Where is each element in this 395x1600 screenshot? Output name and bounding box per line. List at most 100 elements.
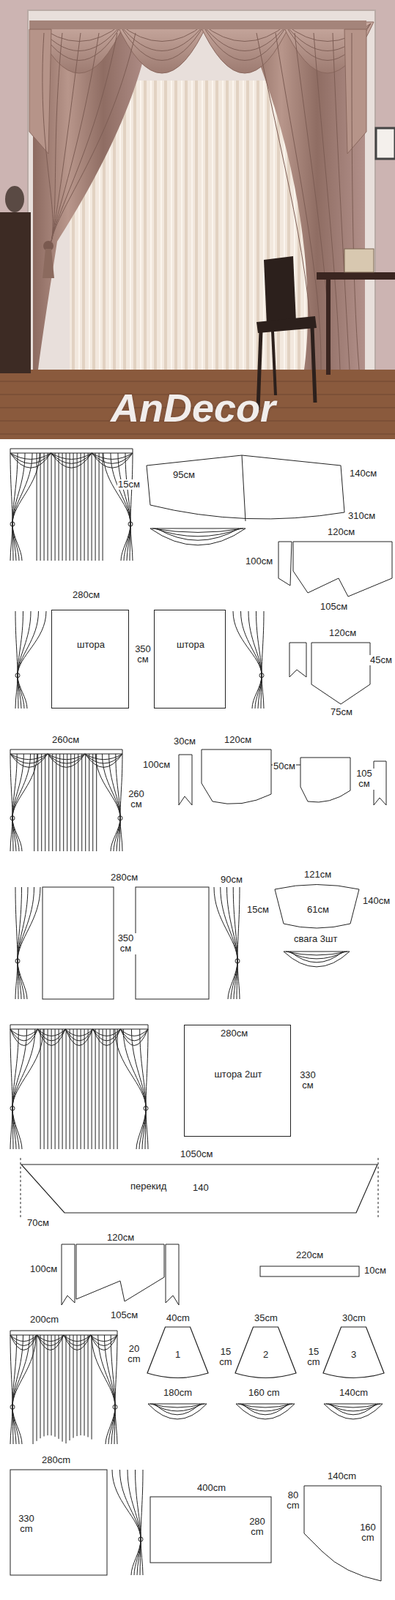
curtain-panel: штора 2шт [183,1025,291,1139]
drape-sketch [131,1030,146,1151]
dimension-label: 15 cm [216,1348,235,1370]
drape-sketch [213,888,240,1001]
sheer-sketch [91,1336,93,1442]
swag [198,21,291,74]
drape-sketch [17,888,41,1001]
swag-sketch [63,1336,91,1347]
sheer-sketch [37,754,39,853]
dimension-label: 140 [192,1184,210,1195]
sheer-sketch [98,453,100,562]
dimension-label: 35cm [253,1314,279,1325]
drape-sketch [120,1471,142,1578]
sheer-sketch [84,453,86,562]
swag-icon-fold [156,529,239,541]
drape-sketch [12,453,25,562]
tassel [143,1107,149,1112]
sheer-sketch [33,754,35,853]
drape-sketch [15,888,18,1001]
jabot-pattern [293,542,393,598]
sheer-sketch [87,1336,89,1439]
drape-sketch [127,1471,141,1578]
pelmet-sketch [10,1025,149,1031]
dimension-label: 280 cm [245,1518,269,1540]
dimension-label: 15см [246,905,270,917]
sheer-sketch [66,754,68,853]
dimension-label: 120см [223,735,253,747]
drape-sketch [139,1030,146,1151]
drape-fold [332,32,350,371]
dimension-label: 140см [348,469,378,480]
drape-sketch [12,754,31,853]
sheer-sketch [54,1030,56,1151]
drape-sketch [120,453,133,562]
dimension-label: 70см [26,1219,50,1230]
jabot [29,29,52,154]
swag-sketch [90,1336,118,1352]
curtain-panel [10,1471,107,1578]
swag-sketch [47,754,86,769]
dimension-label: 220см [295,1251,324,1262]
drape-sketch [12,754,38,853]
swag-sketch [65,1030,94,1043]
cascade [289,643,307,678]
swag-icon [323,1405,383,1421]
drape-sketch [123,1030,146,1151]
dimension-label: 105 см [353,769,375,791]
swag-icon [235,1405,295,1421]
piece-name: 2 [263,1351,269,1362]
sheer-sketch [85,754,86,853]
drape-sketch [12,453,33,562]
swag-pattern [300,758,351,804]
drape-sketch [117,453,131,562]
tassel [259,674,264,679]
sheer-sketch [43,1030,45,1151]
drape-fold [51,32,99,242]
swag-icon-fold [154,529,242,538]
dimension-label: 260см [51,735,80,747]
drape-sketch [248,611,262,710]
drape-sketch [12,1030,36,1151]
sheer-sketch [87,453,89,562]
tassel [10,1107,15,1112]
swag-sketch [93,1030,121,1043]
swag-sketch [37,1336,65,1347]
drape-sketch [252,611,264,710]
drape-sketch [105,1336,118,1446]
swag-sketch [120,1030,149,1043]
sheer-sketch [54,453,56,562]
sheer-sketch [95,1030,97,1151]
sheer-sketch [65,1030,67,1151]
swag-icon-fold [328,1405,379,1413]
sheer-sketch [73,1030,75,1151]
swag-sketch [10,754,48,769]
dimension-label: 40cm [165,1314,191,1325]
piece-name: штора [76,640,105,651]
sheer-sketch [73,1336,75,1441]
curtain-panel [42,888,114,1001]
sheer-sketch [51,1030,53,1151]
dimension-label: 100см [142,760,171,771]
dimension-label: 100см [244,556,274,568]
swag-sketch [10,453,52,464]
tassel [15,674,20,679]
drape-sketch [10,1030,13,1151]
sheer-sketch [91,1030,93,1151]
dimension-label: 330 см [296,1071,320,1093]
tassel [117,817,123,822]
piece-name: 1 [175,1351,181,1362]
drape-sketch [112,1471,143,1578]
sheer-sketch [106,1030,107,1151]
swag-pattern [201,750,272,805]
sheer-sketch [59,754,61,853]
swag-sketch [10,1336,38,1352]
dimension-label: 200cm [29,1316,60,1327]
sheer-sketch [74,754,75,853]
drape-sketch [136,1030,149,1151]
swag [115,21,209,74]
drape-fold [51,32,81,242]
sheer-sketch [63,754,64,853]
drape-fold [51,32,118,242]
jabot [344,29,367,154]
dimension-label: 180cm [162,1389,193,1400]
dimension-label: 10см [363,1267,387,1278]
